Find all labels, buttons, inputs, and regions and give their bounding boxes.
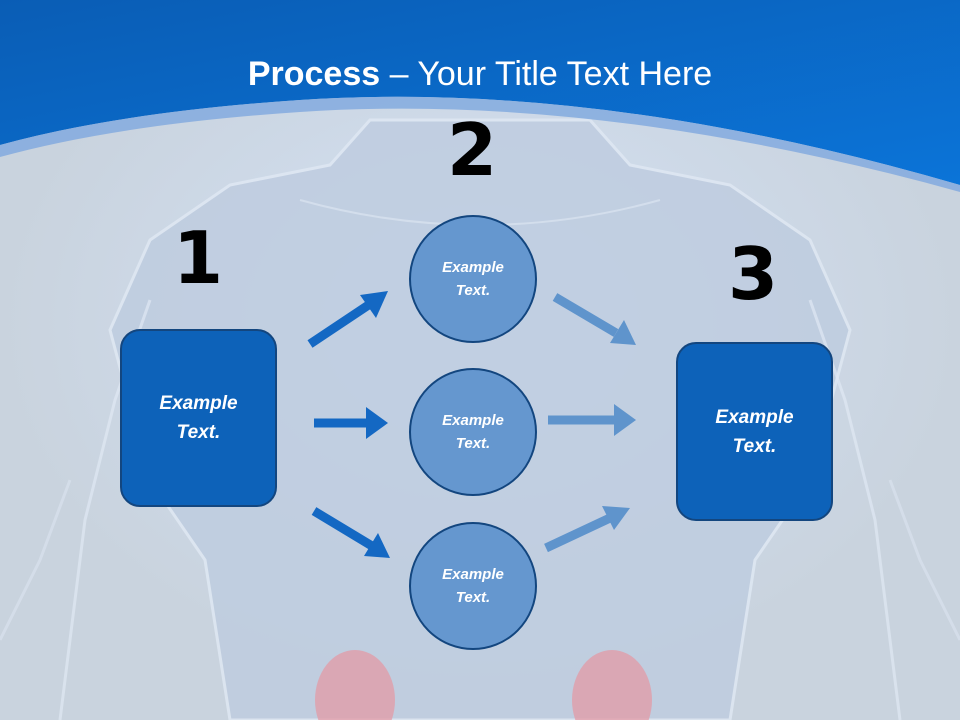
left-box-text: Example Text.	[159, 393, 238, 443]
left-process-box[interactable]: Example Text.	[120, 329, 277, 507]
step-number-2: 2	[446, 108, 498, 192]
title-bold: Process	[247, 55, 381, 93]
title-rest: – Your Title Text Here	[380, 55, 713, 93]
step-number-3: 3	[727, 232, 779, 316]
circle-bottom-text: Example Text.	[442, 566, 504, 606]
slide-title: Process – Your Title Text Here	[0, 52, 960, 96]
circle-top-text: Example Text.	[442, 259, 504, 299]
circle-bottom[interactable]: Example Text.	[409, 522, 537, 650]
circle-middle[interactable]: Example Text.	[409, 368, 537, 496]
circle-top[interactable]: Example Text.	[409, 215, 537, 343]
step-number-1: 1	[172, 216, 224, 300]
circle-middle-text: Example Text.	[442, 412, 504, 452]
right-box-text: Example Text.	[715, 406, 794, 457]
right-process-box[interactable]: Example Text.	[676, 342, 833, 521]
